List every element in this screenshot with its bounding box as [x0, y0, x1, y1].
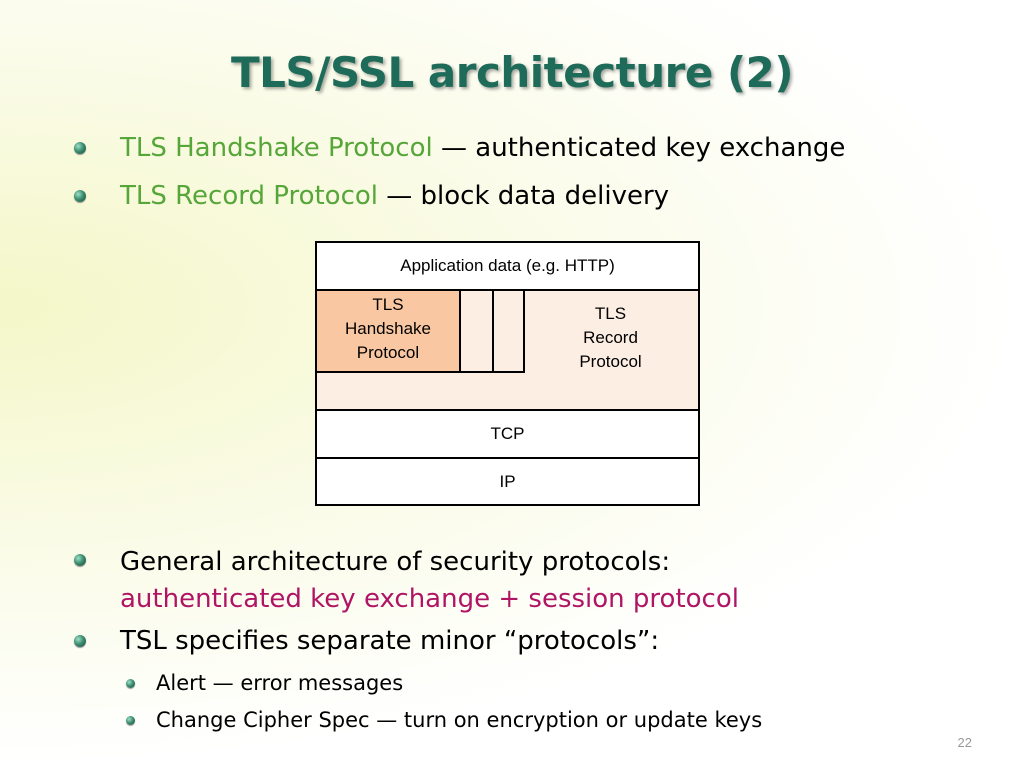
bullet-dot-icon — [74, 190, 86, 202]
bullet-dot-icon — [74, 142, 86, 154]
bullet-general-architecture: General architecture of security protoco… — [74, 544, 739, 618]
record-protocol-label: TLS Record Protocol — [579, 303, 642, 371]
handshake-protocol-box: TLS Handshake Protocol — [315, 289, 461, 373]
slide-title: TLS/SSL architecture (2) — [230, 48, 794, 97]
ip-layer-label: IP — [499, 471, 516, 491]
ip-layer-box: IP — [315, 457, 700, 506]
sub-bullet-dot-icon — [126, 716, 135, 725]
bullet-text: TSL specifies separate minor “protocols”… — [120, 626, 660, 656]
bullet-highlight: TLS Record Protocol — [120, 181, 379, 211]
bullet-dot-icon — [74, 635, 86, 647]
bullet-highlight: TLS Handshake Protocol — [120, 133, 433, 163]
bullet-dot-icon — [74, 554, 86, 566]
bullet-text: General architecture of security protoco… — [120, 544, 739, 618]
handshake-protocol-label: TLS Handshake Protocol — [344, 295, 431, 362]
bullet-minor-protocols: TSL specifies separate minor “protocols”… — [74, 625, 659, 657]
application-layer-label: Application data (e.g. HTTP) — [400, 256, 615, 275]
bullet-main-text: General architecture of security protoco… — [120, 547, 671, 577]
sub-bullet-change-cipher-spec: Change Cipher Spec — turn on encryption … — [126, 706, 762, 734]
minor-protocol-box-2 — [492, 289, 525, 373]
sub-bullet-alert: Alert — error messages — [126, 669, 403, 697]
tcp-layer-label: TCP — [490, 424, 525, 443]
page-number: 22 — [957, 735, 972, 750]
sub-bullet-dot-icon — [126, 679, 135, 688]
bullet-rest: — authenticated key exchange — [432, 133, 846, 163]
bullet-emphasis-text: authenticated key exchange + session pro… — [120, 584, 739, 614]
sub-bullet-text: Change Cipher Spec — turn on encryption … — [156, 708, 763, 732]
bullet-record: TLS Record Protocol — block data deliver… — [74, 180, 669, 212]
bullet-text: TLS Record Protocol — block data deliver… — [120, 180, 669, 212]
minor-protocol-box-1 — [459, 289, 494, 373]
tcp-layer-box: TCP — [315, 409, 700, 459]
bullet-rest: — block data delivery — [378, 181, 670, 211]
bullet-handshake: TLS Handshake Protocol — authenticated k… — [74, 132, 845, 164]
sub-bullet-text: Alert — error messages — [156, 671, 404, 695]
bullet-text: TLS Handshake Protocol — authenticated k… — [120, 132, 845, 164]
protocol-stack-diagram: Application data (e.g. HTTP) TLS Record … — [315, 241, 700, 506]
application-layer-box: Application data (e.g. HTTP) — [315, 241, 700, 291]
